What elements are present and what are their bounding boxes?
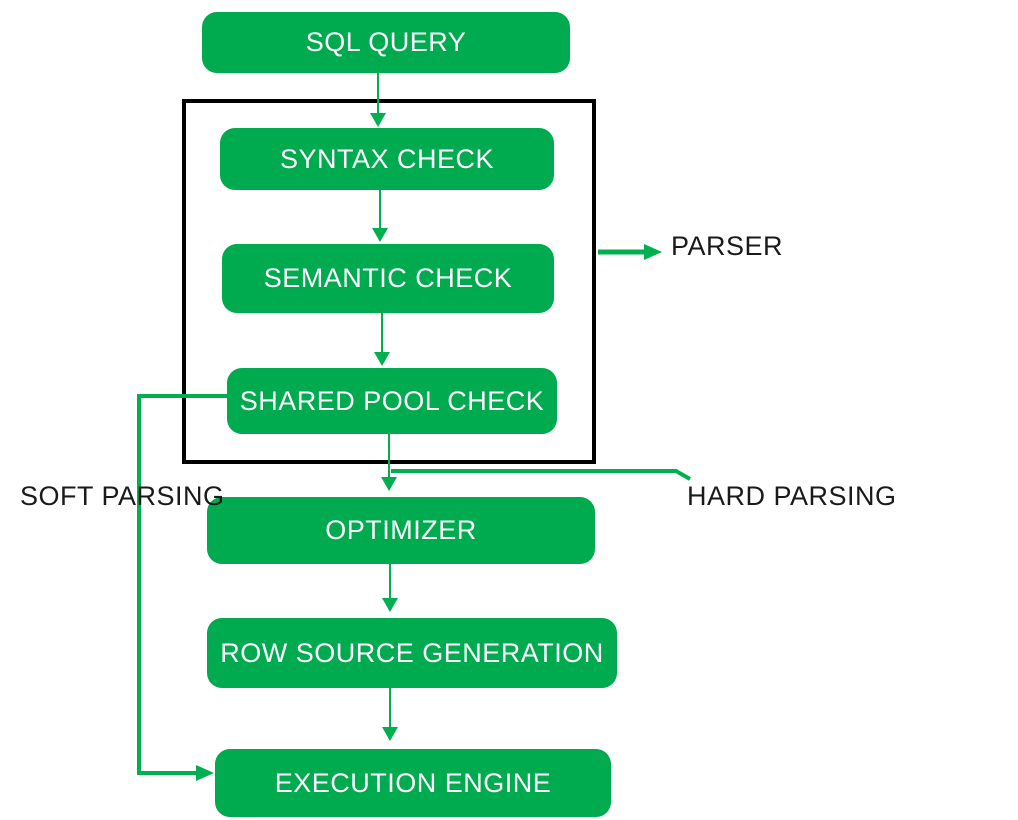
node-execution-engine: EXECUTION ENGINE: [215, 749, 611, 817]
node-semantic-check-label: SEMANTIC CHECK: [263, 263, 513, 293]
label-soft-parsing: SOFT PARSING: [20, 481, 225, 511]
node-row-source-generation: ROW SOURCE GENERATION: [207, 618, 617, 688]
node-row-source-generation-label: ROW SOURCE GENERATION: [220, 637, 604, 668]
node-syntax-check: SYNTAX CHECK: [220, 128, 554, 190]
node-sql-query: SQL QUERY: [202, 12, 570, 73]
node-shared-pool-check: SHARED POOL CHECK: [227, 368, 557, 434]
node-execution-engine-label: EXECUTION ENGINE: [274, 767, 552, 798]
label-parser: PARSER: [671, 231, 784, 261]
arrow-optimizer-to-rowsource: [382, 564, 398, 612]
node-optimizer-label: OPTIMIZER: [325, 515, 477, 545]
arrow-rowsource-to-execution: [382, 688, 398, 741]
label-hard-parsing: HARD PARSING: [687, 481, 897, 511]
node-shared-pool-check-label: SHARED POOL CHECK: [239, 385, 545, 416]
node-optimizer: OPTIMIZER: [207, 497, 595, 564]
node-sql-query-label: SQL QUERY: [305, 27, 467, 57]
node-syntax-check-label: SYNTAX CHECK: [279, 143, 495, 174]
arrow-parser-callout: [598, 244, 662, 260]
node-semantic-check: SEMANTIC CHECK: [222, 244, 554, 313]
line-hard-parsing: [391, 469, 691, 481]
